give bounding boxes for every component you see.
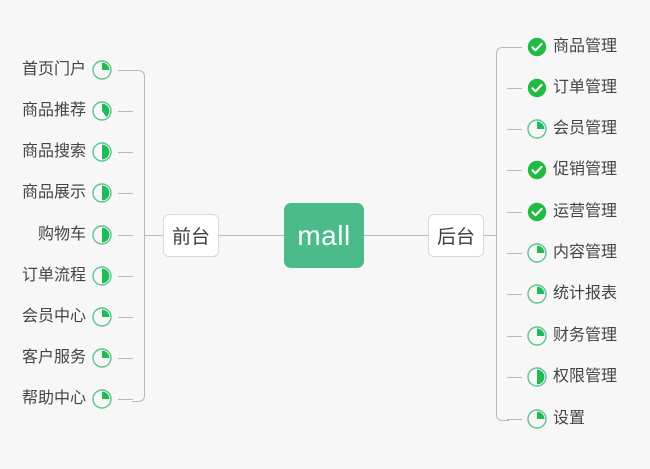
leaf-item-left-3[interactable]: 商品展示	[22, 180, 112, 206]
leaf-stub	[118, 317, 133, 318]
root-node-label: mall	[297, 219, 351, 251]
branch-node-backend[interactable]: 后台	[428, 214, 484, 257]
leaf-item-label: 权限管理	[553, 368, 618, 385]
left-bracket	[132, 70, 145, 402]
pie-progress-icon	[92, 266, 112, 286]
root-node-mall[interactable]: mall	[284, 203, 364, 268]
leaf-stub	[118, 111, 133, 112]
leaf-item-left-8[interactable]: 帮助中心	[22, 386, 112, 412]
leaf-item-right-4[interactable]: 运营管理	[527, 199, 617, 225]
leaf-item-label: 商品管理	[553, 38, 618, 55]
branch-node-frontend[interactable]: 前台	[163, 214, 219, 257]
connector-root-to-backend	[364, 235, 428, 236]
leaf-item-left-7[interactable]: 客户服务	[22, 345, 112, 371]
check-circle-icon	[527, 37, 547, 57]
leaf-stub	[118, 152, 133, 153]
check-circle-icon	[527, 202, 547, 222]
leaf-item-right-7[interactable]: 财务管理	[527, 323, 617, 349]
leaf-item-right-5[interactable]: 内容管理	[527, 240, 617, 266]
right-bracket	[496, 47, 509, 421]
leaf-item-right-8[interactable]: 权限管理	[527, 364, 617, 390]
leaf-item-label: 帮助中心	[21, 390, 86, 407]
leaf-stub	[118, 235, 133, 236]
leaf-stub	[507, 212, 522, 213]
pie-progress-icon	[92, 142, 112, 162]
pie-progress-icon	[527, 326, 547, 346]
leaf-item-label: 订单流程	[21, 267, 86, 284]
leaf-item-left-5[interactable]: 订单流程	[22, 263, 112, 289]
leaf-item-left-4[interactable]: 购物车	[38, 222, 112, 248]
leaf-stub	[118, 399, 133, 400]
leaf-stub	[507, 253, 522, 254]
leaf-item-label: 会员中心	[21, 308, 86, 325]
leaf-stub	[507, 88, 522, 89]
pie-progress-icon	[92, 389, 112, 409]
leaf-item-right-0[interactable]: 商品管理	[527, 34, 617, 60]
leaf-item-right-1[interactable]: 订单管理	[527, 75, 617, 101]
pie-progress-icon	[92, 225, 112, 245]
pie-progress-icon	[92, 183, 112, 203]
check-circle-icon	[527, 160, 547, 180]
check-circle-icon	[527, 78, 547, 98]
leaf-item-label: 首页门户	[21, 61, 86, 78]
leaf-item-label: 促销管理	[553, 161, 618, 178]
connector-root-to-frontend	[219, 235, 284, 236]
leaf-item-label: 会员管理	[553, 120, 618, 137]
leaf-item-label: 订单管理	[553, 79, 618, 96]
branch-node-backend-label: 后台	[436, 227, 475, 248]
leaf-item-label: 客户服务	[21, 349, 86, 366]
leaf-item-label: 商品展示	[21, 184, 86, 201]
leaf-item-left-0[interactable]: 首页门户	[22, 57, 112, 83]
leaf-stub	[507, 336, 522, 337]
leaf-item-label: 统计报表	[553, 285, 618, 302]
pie-progress-icon	[92, 101, 112, 121]
leaf-item-right-6[interactable]: 统计报表	[527, 281, 617, 307]
pie-progress-icon	[92, 60, 112, 80]
leaf-stub	[507, 47, 522, 48]
leaf-item-label: 内容管理	[553, 244, 618, 261]
leaf-item-label: 商品搜索	[21, 143, 86, 160]
leaf-stub	[507, 170, 522, 171]
pie-progress-icon	[527, 367, 547, 387]
leaf-item-left-1[interactable]: 商品推荐	[22, 98, 112, 124]
leaf-item-label: 财务管理	[553, 327, 618, 344]
leaf-item-label: 运营管理	[553, 203, 618, 220]
leaf-item-label: 设置	[553, 410, 586, 427]
leaf-stub	[118, 70, 133, 71]
leaf-stub	[507, 377, 522, 378]
pie-progress-icon	[527, 243, 547, 263]
pie-progress-icon	[92, 307, 112, 327]
connector-frontend-to-bracket	[144, 235, 163, 236]
leaf-stub	[507, 294, 522, 295]
leaf-stub	[118, 193, 133, 194]
pie-progress-icon	[527, 119, 547, 139]
leaf-item-left-6[interactable]: 会员中心	[22, 304, 112, 330]
leaf-item-right-3[interactable]: 促销管理	[527, 157, 617, 183]
leaf-stub	[118, 276, 133, 277]
leaf-stub	[507, 129, 522, 130]
leaf-item-label: 商品推荐	[21, 102, 86, 119]
leaf-item-right-9[interactable]: 设置	[527, 406, 585, 432]
pie-progress-icon	[527, 409, 547, 429]
branch-node-frontend-label: 前台	[171, 227, 210, 248]
leaf-stub	[118, 358, 133, 359]
leaf-item-label: 购物车	[37, 226, 86, 243]
leaf-item-left-2[interactable]: 商品搜索	[22, 139, 112, 165]
connector-backend-to-bracket	[484, 235, 496, 236]
pie-progress-icon	[527, 284, 547, 304]
leaf-item-right-2[interactable]: 会员管理	[527, 116, 617, 142]
pie-progress-icon	[92, 348, 112, 368]
leaf-stub	[507, 419, 522, 420]
